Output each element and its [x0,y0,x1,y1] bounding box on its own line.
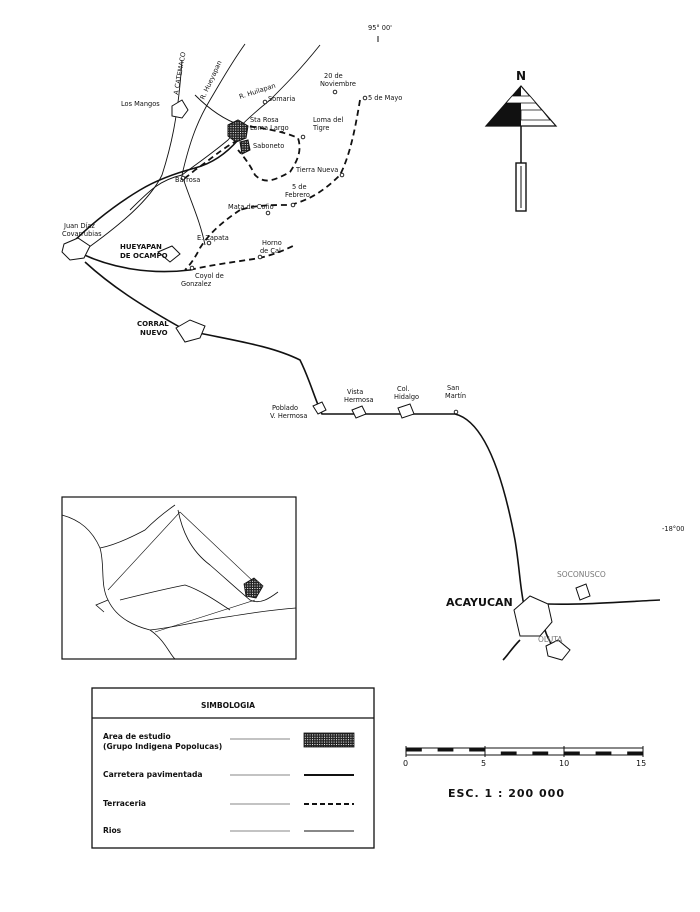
label-los-mangos: Los Mangos [121,100,160,108]
scale-tick-5: 5 [481,759,486,768]
north-label: N [516,69,526,83]
scale-bar: 0 5 10 15 ESC. 1 : 200 000 [403,746,646,800]
label-corral-1: CORRAL [137,320,169,328]
label-5-feb-1: 5 de [292,183,307,191]
label-somaria: Somaria [268,95,295,103]
scale-segment [532,751,549,755]
label-coyol-2: Gonzalez [181,280,212,288]
label-san-martin-1: San [447,384,459,392]
latitude-label: -18°00 [662,525,684,533]
label-juan-diaz-2: Covarrubias [62,230,102,238]
scale-segment [406,748,422,752]
north-arrow: N [484,69,558,212]
legend-item-rivers: Rios [103,826,122,835]
legend-symbol-study-area [303,732,355,748]
label-hidalgo-2: Hidalgo [394,393,419,401]
legend-item-paved: Carretera pavimentada [103,770,203,779]
label-acayucan: ACAYUCAN [446,596,513,609]
scale-label: ESC. 1 : 200 000 [448,787,565,800]
label-juan-diaz-1: Juan Díaz [63,222,95,230]
legend-item-dirt: Terraceria [103,799,146,808]
label-20-nov-2: Noviembre [320,80,356,88]
label-mata-cona: Mata de Coño [228,203,274,211]
scale-tick-0: 0 [403,759,408,768]
scale-segment [500,751,517,755]
label-barrosa: Barrosa [175,176,200,184]
label-loma-tigre-1: Loma del [313,116,343,124]
label-tierra-nueva: Tierra Nueva [295,166,338,174]
scale-segment [564,751,580,755]
label-hidalgo-1: Col. [397,385,410,393]
label-20-nov-1: 20 de [324,72,343,80]
label-corral-2: NUEVO [140,329,168,337]
scale-segment [627,751,643,755]
location-inset-map [61,496,297,660]
label-hueyapan-1: HUEYAPAN [120,243,162,251]
label-hueyapan-2: DE OCAMPO [120,252,168,260]
label-5-feb-2: Febrero [285,191,310,199]
legend-title: SIMBOLOGIA [201,701,255,710]
label-san-martin-2: Martín [445,392,466,400]
label-vista-1: Vista [347,388,363,396]
label-saboneto: Saboneto [253,142,284,150]
label-coyol-1: Coyol de [195,272,224,280]
label-catemaco: A CATEMACO [172,51,187,95]
scale-segment [469,748,485,752]
scale-segment [437,748,454,752]
scale-segment [595,751,612,755]
label-r-hueyapan: R. Hueyapan [199,59,224,101]
paved-roads [69,139,661,661]
label-sta-rosa: Sta Rosa [250,116,279,124]
label-loma-tigre-2: Tigre [312,124,329,132]
label-loma-largo: Loma Largo [250,124,289,132]
label-soconusco: SOCONUSCO [557,570,606,579]
study-area-settlements [227,119,251,155]
scale-tick-10: 10 [559,759,569,768]
label-poblado-2: V. Hermosa [270,412,307,420]
towns [61,99,591,661]
legend-item-study-area-1: Area de estudio [103,732,171,741]
label-e-zapata: E. Zapata [197,234,229,242]
scale-tick-15: 15 [636,759,646,768]
label-oluta: OLUTA [538,635,563,644]
longitude-label: 95° 00' [368,24,392,32]
label-horno-2: de Cal [260,247,281,255]
label-horno-1: Horno [262,239,282,247]
rivers [84,43,321,251]
legend: SIMBOLOGIA Area de estudio (Grupo Indige… [91,687,375,849]
label-5-mayo: 5 de Mayo [368,94,402,102]
label-vista-2: Hermosa [344,396,374,404]
label-poblado-1: Poblado [272,404,298,412]
localities [180,89,459,415]
legend-item-study-area-2: (Grupo Indigena Popolucas) [103,742,222,751]
